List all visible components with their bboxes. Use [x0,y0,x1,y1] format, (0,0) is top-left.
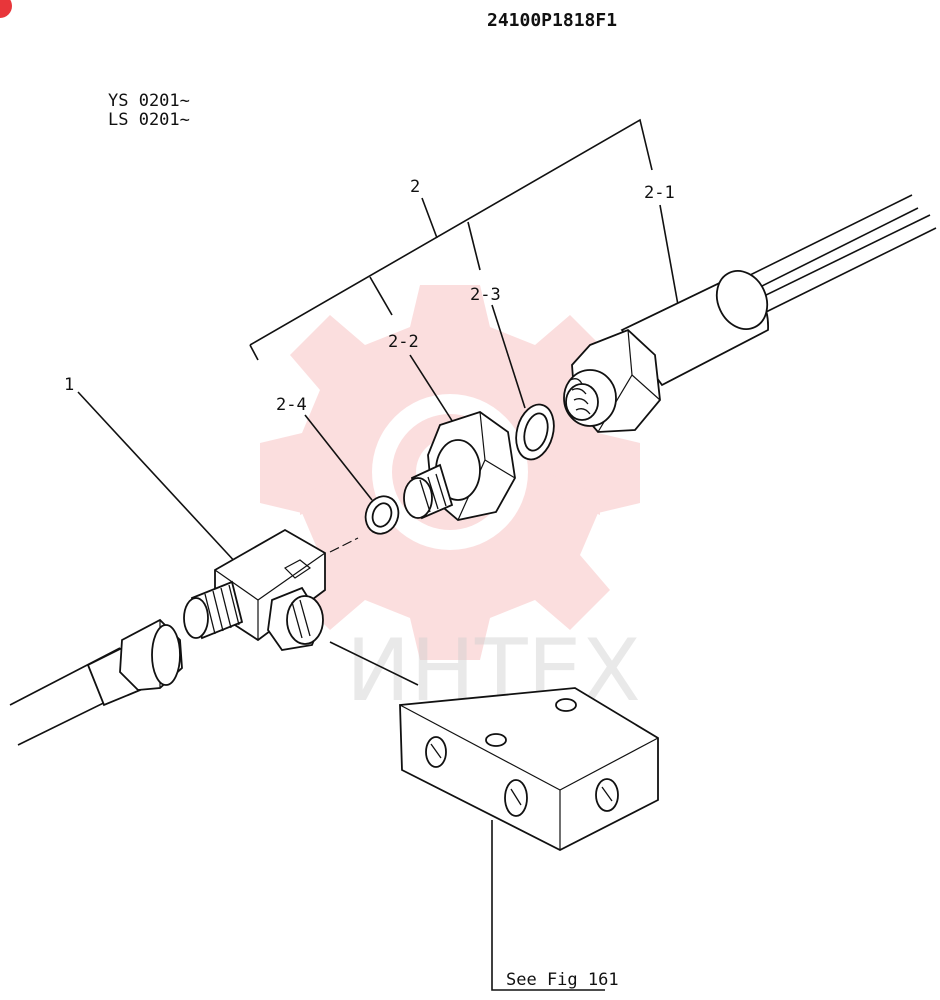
serial-line-ys: YS 0201~ [108,91,190,111]
corner-mark [0,0,12,18]
hose-assembly [9,618,183,746]
serial-line-ls: LS 0201~ [108,110,190,130]
distribution-block [399,687,659,852]
callout-2-4: 2-4 [276,395,307,415]
callout-2: 2 [410,177,420,197]
leader-2-4 [304,414,373,501]
leader-1 [77,391,239,566]
pressure-switch-part [563,194,937,433]
adapter-2-2 [403,411,516,521]
footer-ref: See Fig 161 [506,970,619,990]
leader-2-3 [491,304,526,409]
callout-2-2: 2-2 [388,332,419,352]
group-2-bracket [249,118,653,361]
footer-ref-leader [491,820,605,991]
leader-2-1 [659,204,679,306]
leader-block [329,641,419,686]
tee-fitting-1 [183,528,326,651]
seal-ring-2-4 [364,495,400,535]
leader-2-2 [409,354,459,431]
callout-2-1: 2-1 [644,183,675,203]
callout-1: 1 [64,375,74,395]
callout-2-3: 2-3 [470,285,501,305]
seal-ring-2-3 [515,403,555,461]
document-code: 24100P1818F1 [487,10,617,31]
assembly-center-line [329,537,359,553]
